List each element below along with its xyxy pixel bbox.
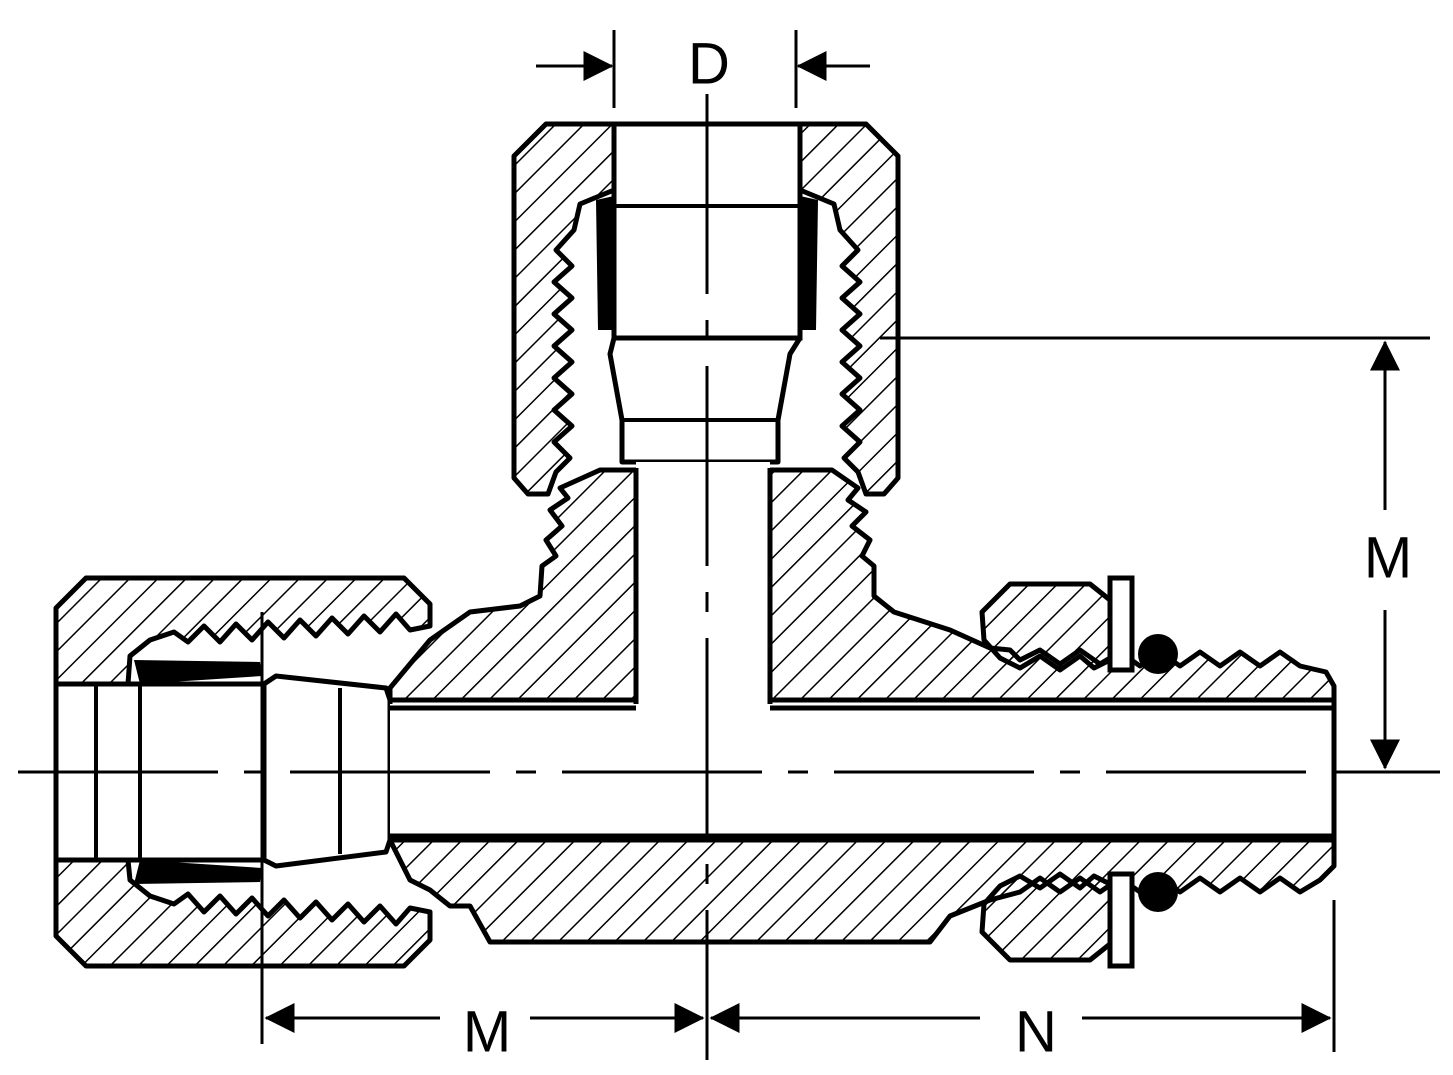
vertical-bore — [636, 462, 770, 708]
o-ring-bottom — [1138, 872, 1178, 912]
lock-nut-top — [979, 581, 1119, 673]
dimension-label-m-right: M — [1364, 525, 1412, 590]
o-ring-top — [1138, 634, 1178, 674]
lock-nut-bottom — [979, 871, 1119, 963]
left-ferrule-seal-bottom — [134, 860, 262, 884]
dimension-label-n: N — [1015, 999, 1057, 1064]
dimension-label-d: D — [688, 31, 730, 96]
top-ferrule-seal-left — [596, 196, 614, 330]
dimension-d — [536, 30, 870, 108]
dimension-label-m-bottom: M — [463, 999, 511, 1064]
top-ferrule — [607, 335, 803, 465]
left-ferrule-seal-top — [134, 660, 262, 684]
washer-bottom — [1107, 871, 1135, 969]
top-ferrule-seal-right — [800, 196, 818, 330]
body-section-upper — [387, 467, 639, 703]
dimension-m-right — [880, 336, 1440, 774]
horizontal-bore — [390, 704, 1334, 836]
left-nut-bottom-half — [53, 857, 433, 969]
right-lock-nut — [979, 575, 1178, 969]
washer-top — [1107, 575, 1135, 673]
body-section-lower — [387, 837, 1337, 945]
top-nut-left-half — [511, 121, 617, 497]
dimension-m-bottom — [260, 612, 705, 1044]
dimension-n — [709, 900, 1336, 1052]
top-nut-right-half — [797, 121, 901, 497]
left-nut-top-half — [53, 575, 433, 687]
center-lines — [18, 94, 1440, 1060]
